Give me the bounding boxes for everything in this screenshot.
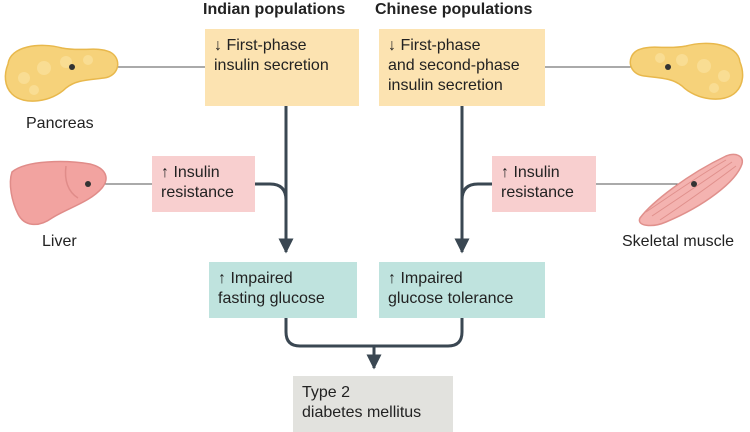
skeletal-muscle-icon [638,153,744,227]
indian-secretion-box: ↓ First-phase insulin secretion [205,29,359,106]
liver-label: Liver [42,233,77,250]
skeletal-muscle-label: Skeletal muscle [622,233,735,250]
pancreas-icon [4,44,119,102]
pancreas-label: Pancreas [26,115,94,132]
merge-connector [284,318,464,348]
pancreas-icon [629,42,744,100]
indian-heading: Indian populations [203,1,346,18]
chinese-resistance-box: ↑ Insulin resistance [492,156,596,212]
impaired-fasting-glucose-box: ↑ Impaired fasting glucose [209,262,357,318]
indian-resistance-connector [255,182,288,201]
chinese-resistance-connector [460,182,492,201]
impaired-glucose-tolerance-box: ↑ Impaired glucose tolerance [379,262,545,318]
chinese-secretion-box: ↓ First-phase and second-phase insulin s… [379,29,545,106]
type2-diabetes-box: Type 2 diabetes mellitus [293,376,453,432]
chinese-heading: Chinese populations [375,1,533,18]
liver-icon [9,160,107,226]
indian-resistance-box: ↑ Insulin resistance [152,156,255,212]
